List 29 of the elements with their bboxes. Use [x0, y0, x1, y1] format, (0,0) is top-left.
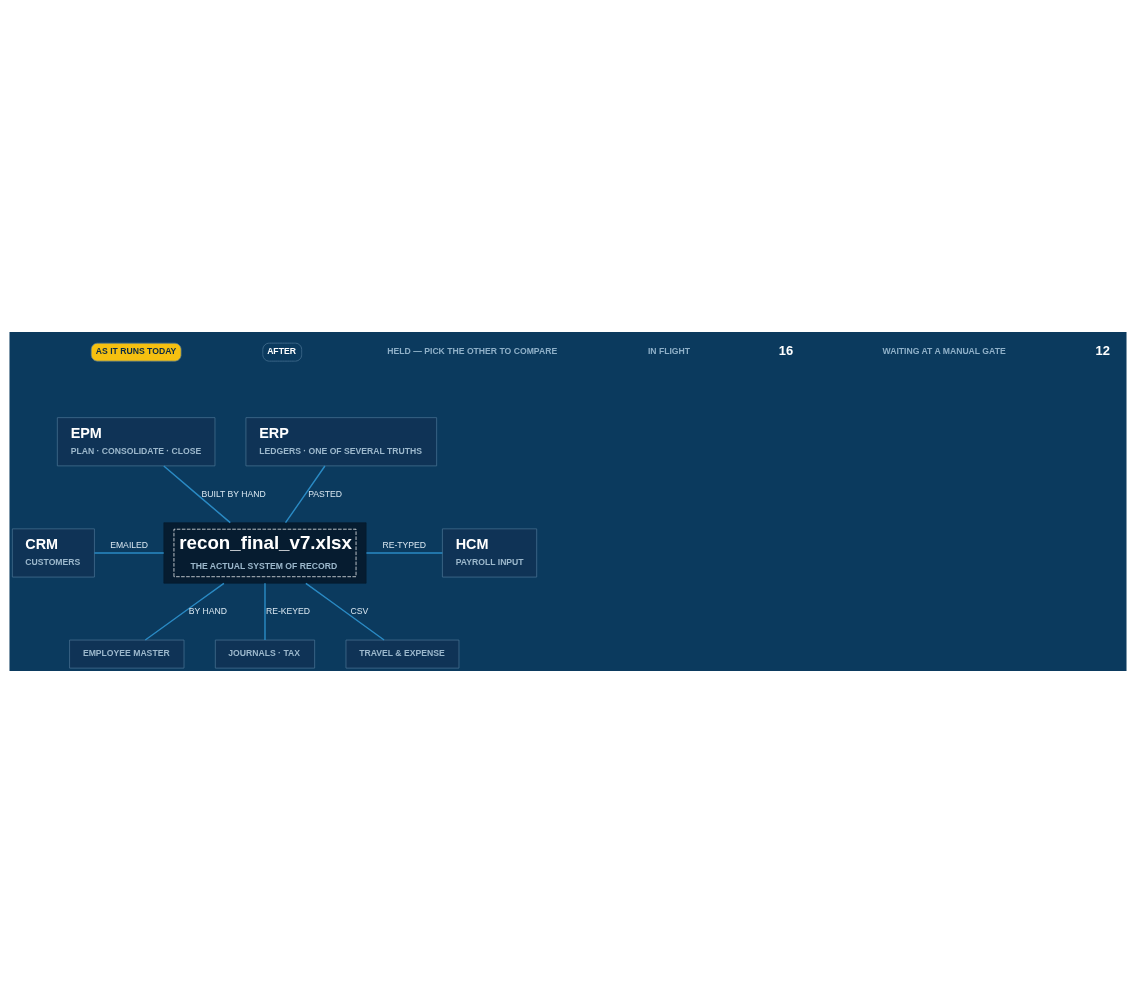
- edge-label: RE-KEYED: [265, 605, 311, 616]
- edge-label: BY HAND: [188, 605, 227, 616]
- edge-label: PASTED: [308, 488, 343, 499]
- connector: [365, 551, 444, 554]
- label: WAITING AT A MANUAL GATE: [882, 345, 1006, 356]
- label: 12: [1095, 342, 1110, 358]
- label: HELD — PICK THE OTHER TO COMPARE: [387, 345, 558, 356]
- node-box: TRAVEL & EXPENSE: [345, 639, 460, 668]
- label: AFTER: [267, 345, 296, 356]
- node-box: EPM PLAN · CONSOLIDATE · CLOSE: [57, 416, 216, 466]
- node-box: CRM CUSTOMERS: [12, 528, 95, 577]
- connector: [305, 582, 385, 641]
- label: 16: [778, 342, 794, 358]
- connector: [163, 464, 231, 523]
- edge-label: RE-TYPED: [382, 539, 427, 550]
- node-box: ERP LEDGERS · ONE OF SEVERAL TRUTHS: [245, 416, 437, 466]
- connector: [144, 582, 225, 641]
- edge-label: EMAILED: [110, 539, 149, 550]
- edge-label: BUILT BY HAND: [201, 488, 266, 499]
- node-box: HCM PAYROLL INPUT: [442, 528, 538, 577]
- node-box: JOURNALS · TAX: [214, 639, 315, 668]
- label: AS IT RUNS TODAY: [95, 345, 177, 356]
- connector: [284, 464, 326, 523]
- node-box: recon_final_v7.xlsx THE ACTUAL SYSTEM OF RECORD: [163, 521, 367, 584]
- connector: [93, 551, 165, 554]
- label: IN FLIGHT: [647, 345, 691, 356]
- node-box: EMPLOYEE MASTER: [69, 639, 185, 668]
- connector: [264, 582, 266, 641]
- edge-label: CSV: [350, 605, 369, 616]
